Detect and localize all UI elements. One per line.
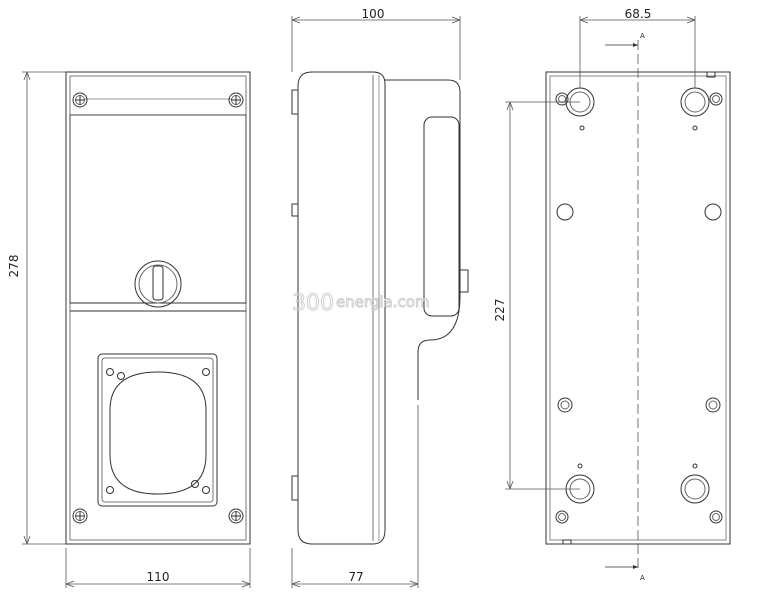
svg-text:A: A <box>640 32 645 40</box>
front-lid <box>69 114 247 304</box>
front-screw-top-left <box>72 92 88 108</box>
back-hole-vertical-label: 227 <box>493 299 507 322</box>
side-cover <box>385 79 461 400</box>
knob <box>134 260 182 308</box>
back-hole-mid-left <box>556 203 574 221</box>
back-mount-hole-bottom-right <box>680 463 723 524</box>
front-screw-top-right <box>228 92 244 108</box>
back-hole-lower-left <box>557 397 573 413</box>
front-inner-frame <box>69 75 247 541</box>
back-hole-lower-right <box>705 397 721 413</box>
side-width-dimension <box>291 16 461 80</box>
side-view <box>291 71 469 545</box>
side-body <box>297 71 386 545</box>
side-handle <box>423 116 460 317</box>
socket-plate-inner <box>101 357 214 503</box>
side-depth-label: 77 <box>348 570 363 584</box>
front-width-dimension <box>65 548 251 588</box>
back-notch-top <box>706 71 716 78</box>
section-mark-top: A <box>605 32 645 47</box>
back-view <box>545 40 731 570</box>
watermark-number: 300 <box>292 291 334 316</box>
section-mark-bottom: A <box>605 565 645 582</box>
front-height-label: 278 <box>7 255 21 278</box>
front-screw-bottom-right <box>228 508 244 524</box>
back-mount-hole-top-right <box>680 87 723 131</box>
watermark-domain: energia.com <box>336 293 430 311</box>
knob-inner <box>138 264 178 304</box>
back-mount-hole-top-left <box>555 87 595 131</box>
socket-plate-outer <box>97 353 218 507</box>
knob-grip <box>152 265 164 301</box>
svg-text:A: A <box>640 574 645 582</box>
side-tab-mid <box>291 203 299 217</box>
front-width-label: 110 <box>147 570 170 584</box>
back-hole-vertical-dimension <box>505 101 580 490</box>
back-hole-spacing-dimension <box>579 16 696 88</box>
side-latch <box>459 269 469 293</box>
front-view <box>65 71 251 545</box>
back-hole-mid-right <box>704 203 722 221</box>
back-hole-spacing-label: 68.5 <box>625 7 652 21</box>
side-tab-bottom <box>291 475 299 501</box>
front-height-dimension <box>22 71 66 545</box>
socket-plate <box>97 353 218 507</box>
side-depth-dimension <box>291 405 419 588</box>
front-screw-bottom-left <box>72 508 88 524</box>
front-outer-frame <box>65 71 251 545</box>
socket-opening <box>109 371 207 495</box>
knob-outer <box>134 260 182 308</box>
back-notch-bottom <box>562 539 572 545</box>
watermark: 300 energia.com <box>292 291 431 317</box>
back-mount-hole-bottom-left <box>555 463 595 524</box>
side-width-label: 100 <box>362 7 385 21</box>
side-tab-top <box>291 89 299 115</box>
